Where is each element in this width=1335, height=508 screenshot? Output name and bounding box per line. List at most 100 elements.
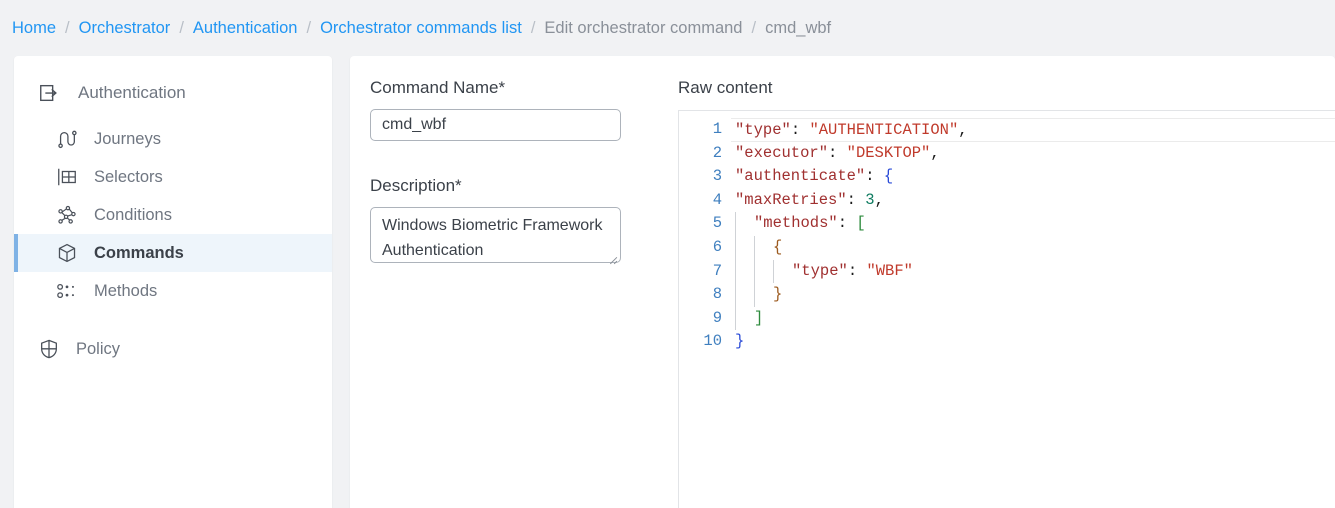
breadcrumb: Home / Orchestrator / Authentication / Orchest…	[0, 0, 1335, 56]
code-token-num: 3	[865, 190, 875, 209]
sidebar-item-selectors[interactable]: Selectors	[14, 158, 332, 196]
line-number: 9	[712, 308, 722, 327]
sidebar-item-policy[interactable]: Policy	[14, 330, 332, 368]
code-token-pun: ,	[958, 121, 968, 139]
indent-guide	[754, 283, 773, 307]
code-token-brace-b: {	[883, 167, 894, 186]
code-line[interactable]: }	[731, 330, 1335, 354]
breadcrumb-item-home[interactable]: Home	[12, 18, 57, 37]
code-token-key: "type"	[792, 261, 848, 280]
code-line[interactable]: {	[731, 235, 1335, 260]
description-textarea[interactable]: Windows Biometric Framework Authenticati…	[370, 207, 621, 263]
indent-guide	[773, 259, 792, 284]
line-number: 10	[703, 332, 722, 351]
code-line[interactable]: "methods": [	[731, 212, 1335, 236]
code-token-pun: ,	[874, 190, 884, 209]
methods-icon	[56, 280, 78, 302]
breadcrumb-item-cmd-wbf: cmd_wbf	[765, 18, 832, 37]
code-token-str: "DESKTOP"	[846, 143, 931, 162]
raw-content-label: Raw content	[678, 78, 773, 97]
code-token-pun: :	[790, 121, 801, 139]
description-wrapper: Windows Biometric Framework Authenticati…	[370, 207, 621, 268]
indent-guide	[754, 235, 773, 260]
shield-icon	[38, 338, 60, 360]
code-line[interactable]: "authenticate": {	[731, 165, 1335, 189]
breadcrumb-separator: /	[530, 18, 536, 37]
code-token-brace-b: }	[735, 332, 745, 351]
code-token-pun: ,	[930, 143, 940, 162]
commands-icon	[56, 242, 78, 264]
sidebar-item-label: Policy	[76, 339, 121, 358]
breadcrumb-separator: /	[179, 18, 184, 37]
code-token-key: "type"	[735, 121, 791, 139]
sidebar-item-label: Conditions	[94, 205, 172, 224]
journeys-icon	[56, 128, 78, 150]
code-token-pun: :	[847, 261, 858, 280]
sidebar-footer-nav: Policy	[14, 330, 332, 368]
indent-guide	[754, 259, 773, 284]
description-label: Description*	[370, 176, 462, 195]
breadcrumb-item-orchestrator-commands-list[interactable]: Orchestrator commands list	[320, 18, 522, 37]
code-token-pun	[856, 191, 865, 209]
code-token-key: "executor"	[735, 143, 829, 162]
code-line[interactable]: "type": "AUTHENTICATION",	[731, 118, 1335, 142]
indent-guide	[735, 306, 754, 331]
code-token-brack-g: [	[856, 214, 866, 233]
line-number: 5	[712, 214, 722, 233]
code-token-pun: :	[865, 167, 875, 186]
main-panel: Command Name* Description* Windows Biome…	[350, 56, 1335, 508]
breadcrumb-separator: /	[306, 18, 312, 37]
line-number: 1	[712, 120, 722, 138]
code-area[interactable]: "type": "AUTHENTICATION","executor": "DE…	[731, 111, 1335, 508]
code-token-key: "methods"	[754, 214, 838, 233]
breadcrumb-item-edit-orchestrator-command: Edit orchestrator command	[544, 18, 743, 37]
code-token-pun	[837, 144, 846, 162]
sidebar-divider-space	[14, 310, 332, 322]
breadcrumb-separator: /	[751, 18, 757, 37]
code-line[interactable]: "executor": "DESKTOP",	[731, 142, 1335, 166]
indent-guide	[735, 259, 754, 284]
code-token-pun: :	[846, 190, 856, 209]
indent-guide	[735, 283, 754, 307]
line-number: 6	[712, 237, 722, 256]
code-line[interactable]: }	[731, 283, 1335, 307]
breadcrumb-item-orchestrator[interactable]: Orchestrator	[78, 18, 171, 37]
selectors-icon	[56, 166, 78, 188]
indent-guide	[735, 235, 754, 260]
form-column: Command Name* Description* Windows Biome…	[370, 78, 660, 508]
sidebar-item-journeys[interactable]: Journeys	[14, 120, 332, 158]
sidebar-item-label: Selectors	[94, 167, 163, 186]
code-line[interactable]: ]	[731, 306, 1335, 331]
sidebar-item-label: Commands	[94, 243, 184, 262]
code-token-pun: :	[837, 214, 848, 233]
code-token-pun: :	[828, 143, 838, 162]
login-icon	[38, 82, 60, 104]
sidebar-header-label: Authentication	[78, 83, 186, 102]
code-token-key: "maxRetries"	[735, 190, 847, 209]
code-token-pun	[875, 167, 884, 185]
code-token-brace-o: {	[773, 237, 783, 256]
code-token-str: "AUTHENTICATION"	[809, 121, 959, 139]
sidebar-item-commands[interactable]: Commands	[14, 234, 332, 272]
code-token-str: "WBF"	[866, 261, 913, 280]
sidebar-item-label: Methods	[94, 281, 158, 300]
line-number: 4	[712, 190, 722, 209]
line-number: 3	[712, 167, 722, 186]
sidebar-item-methods[interactable]: Methods	[14, 272, 332, 310]
line-number: 7	[712, 261, 722, 280]
sidebar-item-conditions[interactable]: Conditions	[14, 196, 332, 234]
code-token-brack-g: ]	[754, 308, 764, 327]
code-token-brace-o: }	[773, 285, 783, 304]
breadcrumb-item-authentication[interactable]: Authentication	[192, 18, 298, 37]
code-token-key: "authenticate"	[735, 167, 866, 186]
conditions-icon	[56, 204, 78, 226]
code-line[interactable]: "type": "WBF"	[731, 259, 1335, 284]
command-name-input[interactable]	[370, 109, 621, 141]
code-line[interactable]: "maxRetries": 3,	[731, 189, 1335, 213]
